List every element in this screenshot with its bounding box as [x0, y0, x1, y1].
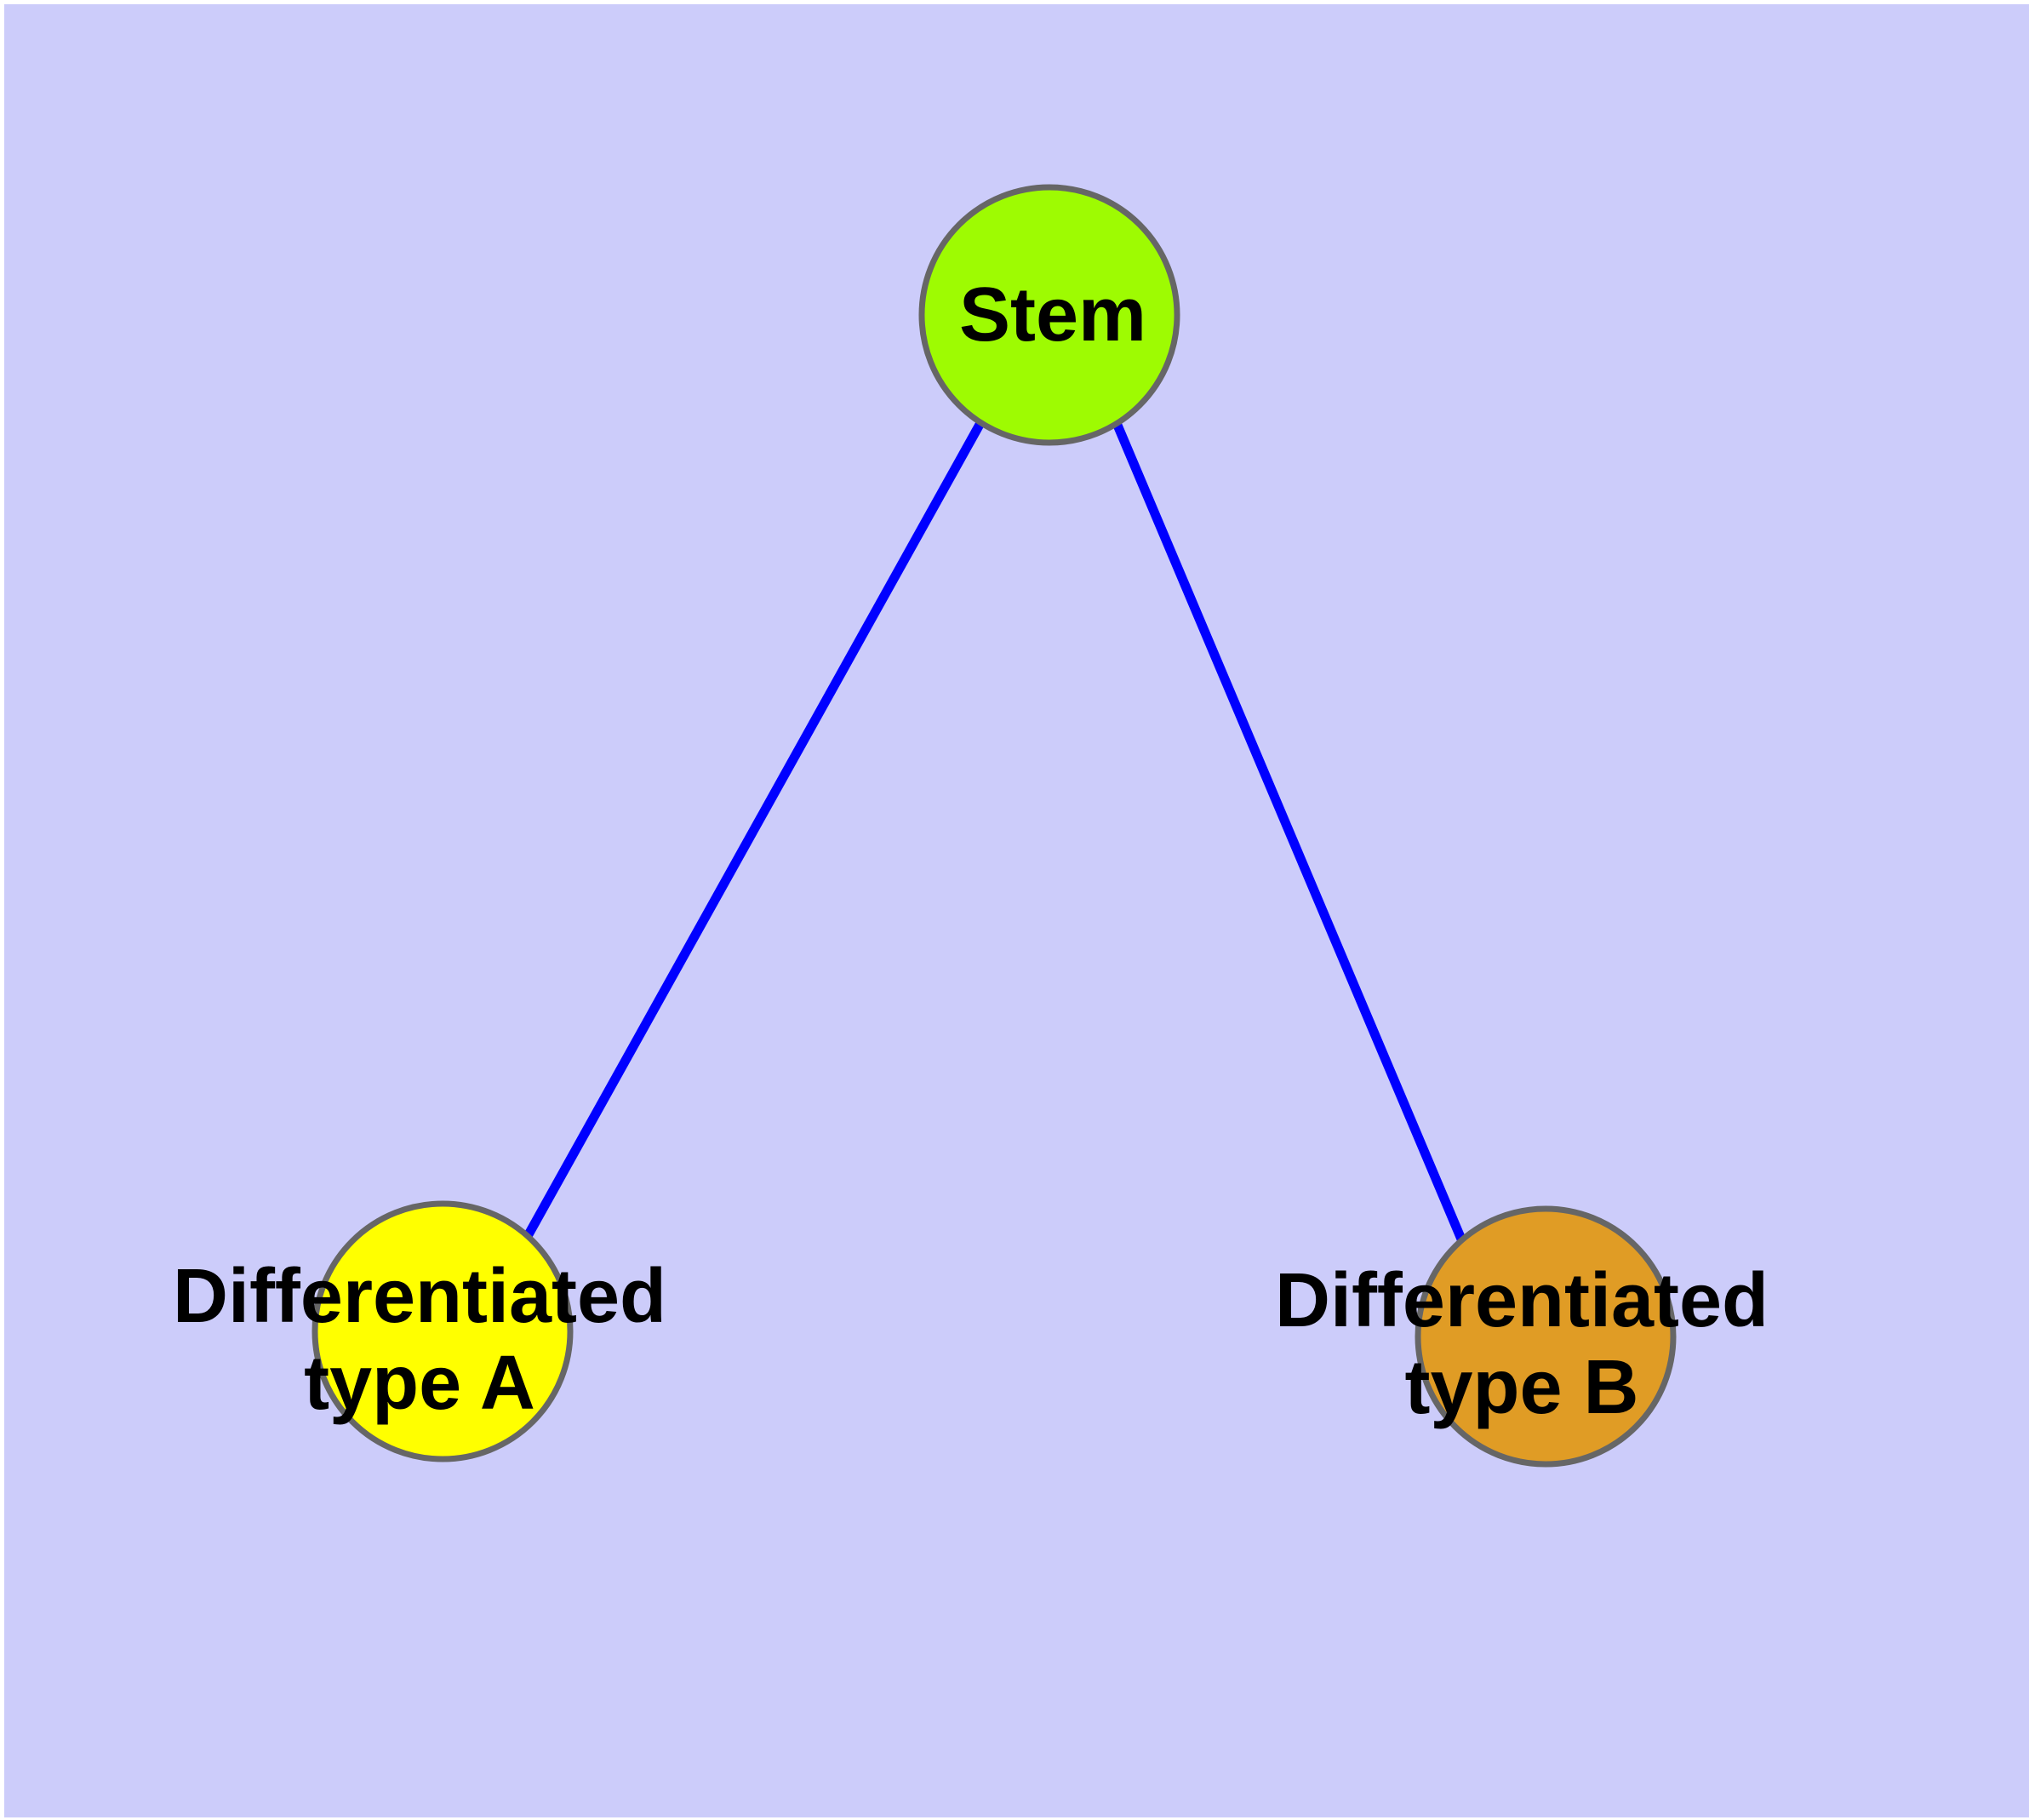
node-stem-label-line-1: Stem	[959, 272, 1146, 358]
node-group	[311, 184, 1677, 1468]
node-differentiated-type-b-label-line-1: Differentiated	[1275, 1258, 1769, 1343]
node-differentiated-type-a[interactable]	[311, 1200, 574, 1462]
node-stem[interactable]	[918, 184, 1180, 446]
edge-stem-to-differentiated-type-a[interactable]	[523, 421, 985, 1239]
node-differentiated-type-a-label-line-1: Differentiated	[173, 1254, 666, 1339]
node-differentiated-type-a-label-line-2: type A	[304, 1341, 535, 1426]
node-differentiated-type-b[interactable]	[1415, 1205, 1677, 1468]
edge-group	[523, 421, 1467, 1244]
node-label-group: Stem Differentiated type A Differentiate…	[173, 272, 1769, 1430]
node-differentiated-type-b-circle[interactable]	[1415, 1205, 1677, 1468]
node-differentiated-type-b-label-line-2: type B	[1404, 1345, 1638, 1430]
node-stem-circle[interactable]	[918, 184, 1180, 446]
edge-stem-to-differentiated-type-b[interactable]	[1112, 421, 1467, 1244]
node-differentiated-type-a-circle[interactable]	[311, 1200, 574, 1462]
